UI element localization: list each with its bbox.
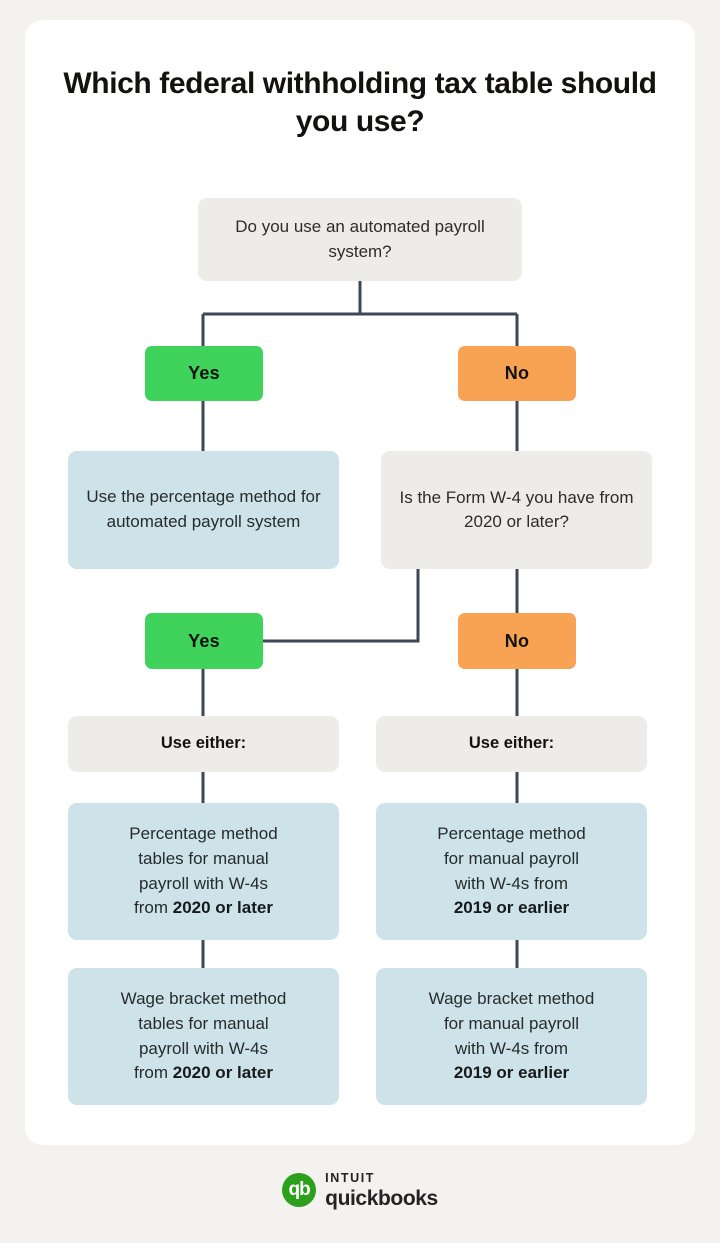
- pill-yes-form-w4-year[interactable]: Yes: [145, 613, 263, 669]
- pill-no-automated-payroll-label: No: [504, 363, 530, 383]
- node-option-wage-bracket-2019-text: Wage bracket method for manual payroll w…: [428, 989, 595, 1083]
- node-option-percentage-2019: Percentage method for manual payroll wit…: [376, 803, 647, 940]
- label-use-either-right-text: Use either:: [468, 734, 555, 753]
- pill-yes-automated-payroll-label: Yes: [188, 363, 220, 383]
- node-option-percentage-tables-2020: Percentage method tables for manual payr…: [68, 803, 339, 940]
- node-outcome-percentage-automated-text: Use the percentage method for automated …: [86, 487, 321, 531]
- node-question-form-w4-year: Is the Form W-4 you have from 2020 or la…: [381, 451, 652, 569]
- node-question-automated-payroll-text: Do you use an automated payroll system?: [235, 217, 485, 261]
- node-outcome-percentage-automated: Use the percentage method for automated …: [68, 451, 339, 569]
- node-question-form-w4-year-text: Is the Form W-4 you have from 2020 or la…: [399, 487, 634, 531]
- node-option-wage-bracket-2019: Wage bracket method for manual payroll w…: [376, 968, 647, 1105]
- pill-no-form-w4-year-label: No: [504, 630, 530, 651]
- pill-no-automated-payroll[interactable]: No: [458, 346, 576, 401]
- node-option-percentage-2019-text: Percentage method for manual payroll wit…: [437, 824, 586, 918]
- label-use-either-left-text: Use either:: [160, 734, 247, 753]
- intuit-wordmark: INTUIT: [325, 1171, 376, 1185]
- node-question-automated-payroll: Do you use an automated payroll system?: [198, 198, 522, 281]
- node-option-percentage-tables-2020-text: Percentage method tables for manual payr…: [129, 824, 278, 918]
- page-title: Which federal withholding tax table shou…: [63, 67, 657, 139]
- pill-yes-form-w4-year-label: Yes: [188, 630, 220, 651]
- node-option-wage-bracket-tables-2020-text: Wage bracket method tables for manual pa…: [120, 989, 287, 1083]
- quickbooks-circle-icon: qb: [282, 1173, 317, 1208]
- pill-no-form-w4-year[interactable]: No: [458, 613, 576, 669]
- pill-yes-automated-payroll[interactable]: Yes: [145, 346, 263, 401]
- quickbooks-wordmark-text: quickbooks: [325, 1186, 438, 1210]
- quickbooks-wordmark: INTUIT quickbooks: [325, 1172, 438, 1209]
- quickbooks-logo: qb INTUIT quickbooks: [0, 1172, 720, 1209]
- label-use-either-right: Use either:: [376, 716, 647, 772]
- quickbooks-mark-text: qb: [288, 1178, 311, 1200]
- label-use-either-left: Use either:: [68, 716, 339, 772]
- node-option-wage-bracket-tables-2020: Wage bracket method tables for manual pa…: [68, 968, 339, 1105]
